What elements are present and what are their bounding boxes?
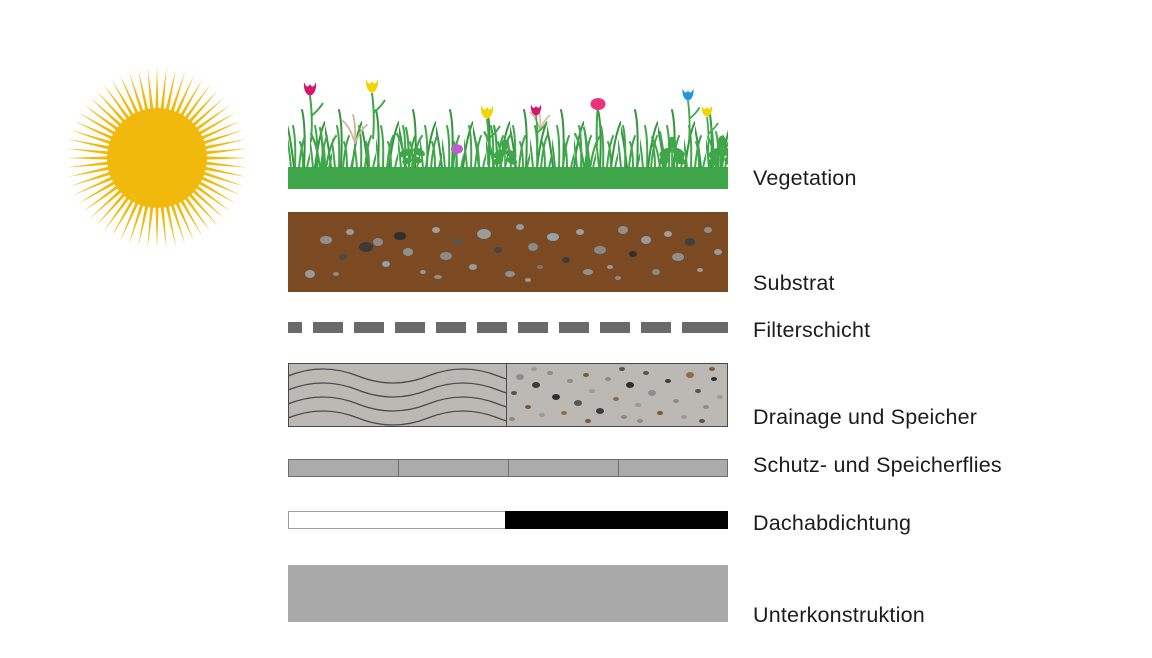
layer-label-vegetation: Vegetation [753, 166, 857, 190]
substrate-layer-graphic [288, 212, 728, 292]
vegetation-base-bar [288, 167, 728, 189]
membrane-black-half [505, 511, 728, 529]
fleece-layer-graphic [288, 459, 728, 477]
structure-layer-graphic [288, 565, 728, 622]
layer-label-schutzflies: Schutz- und Speicherflies [753, 453, 1002, 477]
layer-label-dachabdichtung: Dachabdichtung [753, 511, 912, 535]
layer-label-unterkonstruktion: Unterkonstruktion [753, 603, 925, 627]
vegetation-layer-graphic [288, 78, 728, 189]
layer-label-drainage: Drainage und Speicher [753, 405, 978, 429]
layer-label-filterschicht: Filterschicht [753, 318, 871, 342]
drainage-layer-graphic [288, 363, 728, 427]
membrane-layer-graphic [288, 511, 728, 529]
drainage-wave-panel [288, 368, 506, 426]
layer-label-substrat: Substrat [753, 271, 835, 295]
sun-icon [57, 58, 257, 258]
filter-layer-graphic [288, 322, 728, 333]
drainage-gravel-panel [509, 367, 723, 423]
